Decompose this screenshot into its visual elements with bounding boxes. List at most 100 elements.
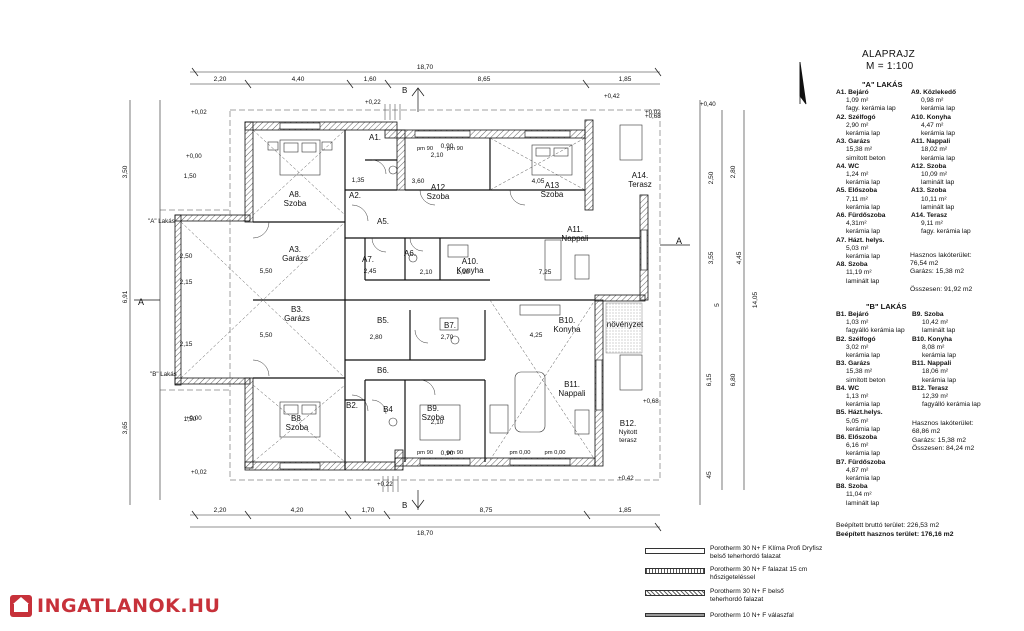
unit-label-b: "B" Lakás [150,371,177,378]
room-label-code: B7. [444,321,456,330]
room-area: 1,13 m² [846,393,869,401]
window-label: pm 90 [417,146,433,152]
room-code: A10. [911,113,927,121]
room-label-code: A6. [404,249,416,258]
wall-swatch-3 [645,590,705,596]
room-floor: laminált lap [846,499,880,507]
room-floor: kerámia lap [846,228,881,236]
window-label: pm 0,00 [545,450,566,456]
dim-top: 2,20 [214,76,227,83]
room-floor: kerámia lap [846,401,881,409]
room-label-code: B12. [620,419,636,428]
room-name: Fürdőszoba [848,212,886,220]
north-arrow [799,61,807,105]
dim-total-bottom: 18,70 [417,530,434,537]
door-swings [252,159,526,415]
room-area: 15,38 m² [846,368,873,376]
level-marker: +0,02 [191,469,207,476]
room-label-code: B9. [427,404,439,413]
inner-dim: 3,60 [412,178,425,185]
level-marker: +0,00 [186,153,202,160]
room-code: B2. [836,335,849,343]
room-code: B9. [912,311,925,318]
dim-top: 8,65 [478,76,491,83]
dim-bottom: 1,70 [362,507,375,514]
inner-dim: 5,50 [260,332,273,339]
room-area: 18,06 m² [922,368,949,376]
room-label-code: A7. [362,255,374,264]
room-name: Konyha [926,113,951,121]
inner-walls [253,130,640,470]
room-label-code: B3. [291,305,303,314]
watermark-logo: INGATLANOK.HU [10,592,220,620]
dim-right: 4,45 [736,251,743,264]
inner-dim: 2,10 [431,419,444,426]
section-lines [134,87,690,510]
dim-left: 6,91 [122,290,129,303]
room-label-code: A12 [431,183,446,192]
room-floor: simított beton [846,376,886,384]
room-name: Szoba [848,483,868,491]
room-area: 7,11 m² [846,195,868,203]
room-name: Szélfogó [848,335,876,343]
room-area: 18,02 m² [921,146,948,154]
room-label-code: A10. [462,257,478,266]
inner-dim: 2,10 [420,269,433,276]
room-area: 15,38 m² [846,146,873,154]
level-marker: +0,42 [618,475,634,482]
room-floor: laminált lap [846,277,880,285]
outer-walls [174,119,649,471]
level-marker: +0,00 [186,415,202,422]
room-name: Garázs [848,360,871,368]
room-area: 5,03 m² [846,244,869,252]
room-area: 11,19 m² [846,269,872,277]
room-area: 10,09 m² [921,171,948,179]
section-mark-a-left: A [138,297,144,307]
legend-a-garage: Garázs: 15,38 m2 [910,268,965,275]
room-name: Bejáró [848,89,869,96]
room-code: A8. [836,261,849,269]
steps [382,104,401,492]
room-floor: kerámia lap [846,450,881,458]
level-marker: +0,40 [700,101,716,108]
room-label-code: A13 [545,181,560,190]
dim-left: 3,65 [122,421,129,434]
room-name: Előszoba [848,434,878,442]
level-marker: +0,68 [643,398,659,405]
section-mark-b-bottom: B [402,501,407,510]
wall-legend-4: Porotherm 10 N+ F válaszfal [710,612,794,619]
room-code: A11. [911,138,927,146]
level-marker: +0,02 [191,109,207,116]
room-code: B1. [836,311,849,318]
legend-a-header: "A" LAKÁS [862,80,903,89]
room-area: 9,11 m² [921,220,943,228]
net-area: Beépített hasznos terület: 176,16 m2 [836,531,954,538]
room-label-code: A1. [369,133,381,142]
room-code: A7. [836,236,849,244]
room-name: Szoba [926,162,947,170]
room-area: 2,90 m² [846,121,869,129]
dim-right: 2,80 [730,165,737,178]
room-code: B11. [912,360,928,368]
legend-b-useful-value: 68,86 m2 [912,428,941,435]
wall-swatch-4 [645,613,705,617]
room-code: B12. [912,384,928,392]
inner-dim: 4,05 [532,178,545,185]
dim-top: 1,60 [364,76,377,83]
room-floor: kerámia lap [921,105,956,113]
legend-a-total: Összesen: 91,92 m2 [910,286,973,293]
windows [279,122,648,470]
room-label-name: terasz [619,437,637,444]
inner-dim: 2,10 [431,152,444,159]
inner-dim: 7,25 [539,269,552,276]
